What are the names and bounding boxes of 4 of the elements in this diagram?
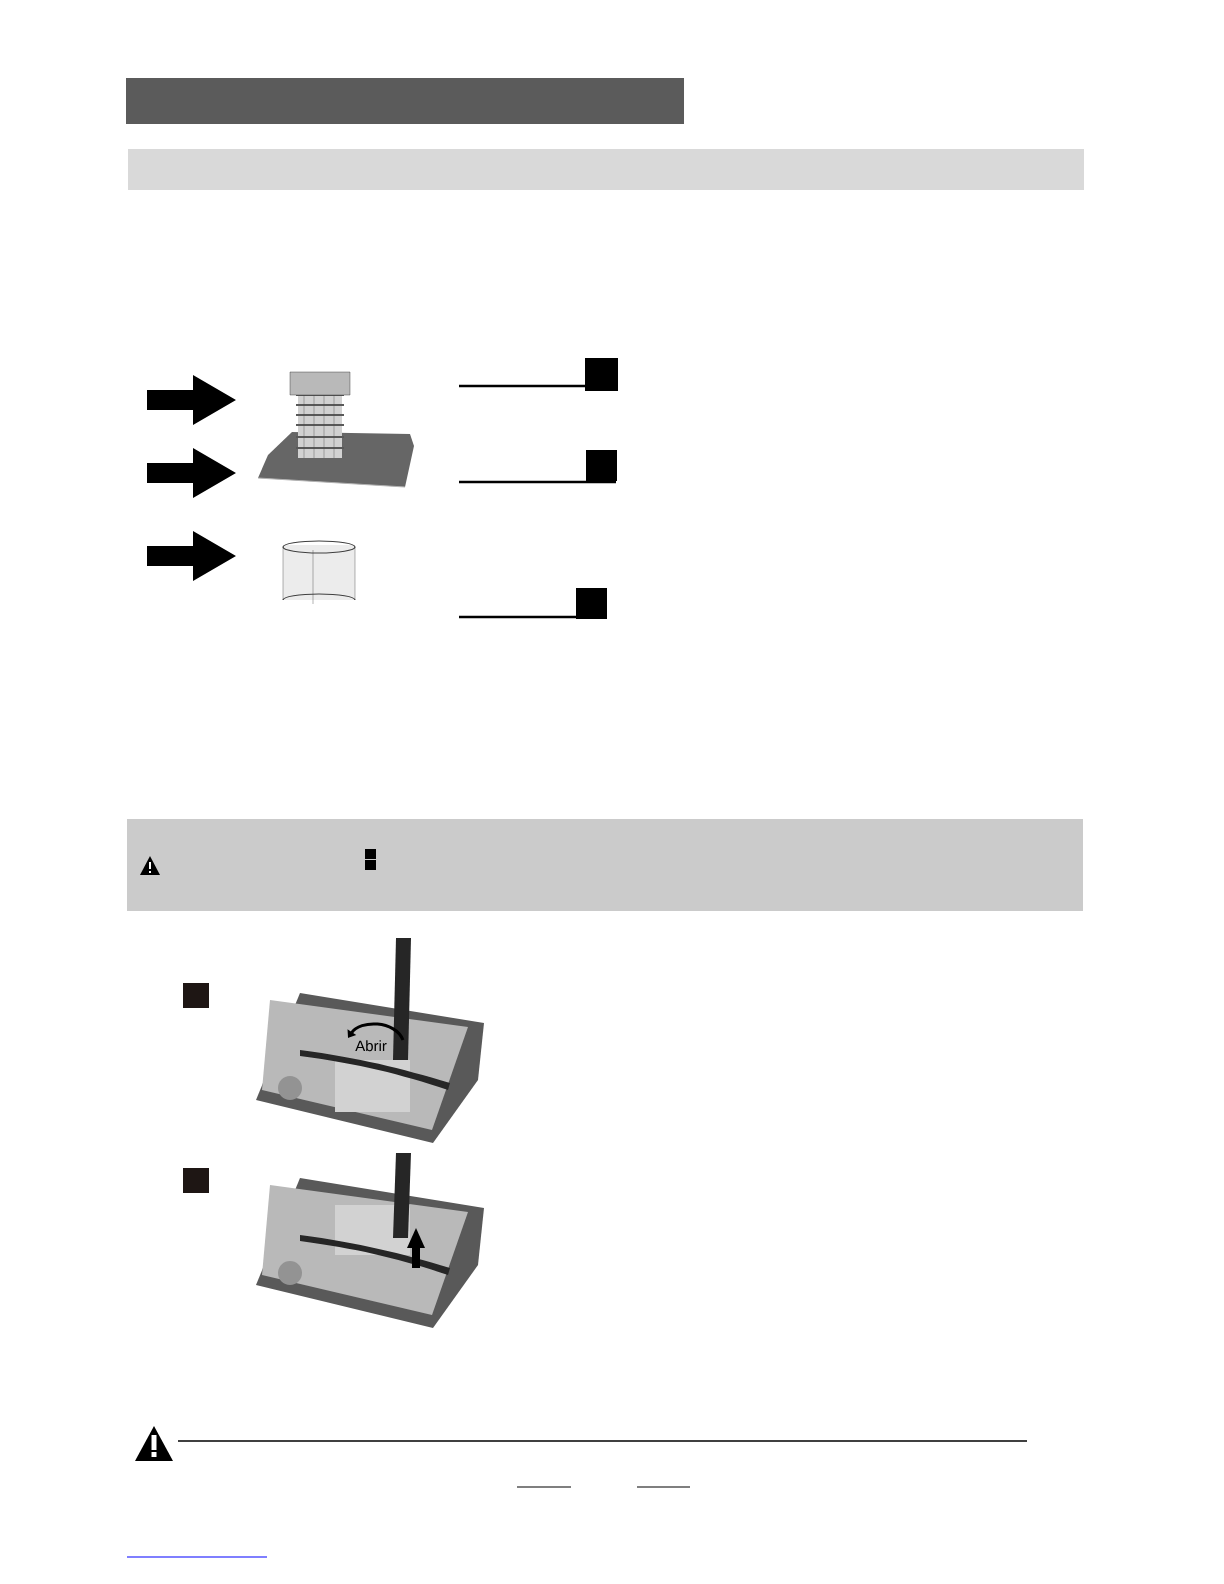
section-bar (128, 149, 1084, 190)
header-bar (126, 78, 684, 124)
instruction-label: Abrir (355, 1040, 387, 1052)
note-panel (127, 819, 1083, 911)
